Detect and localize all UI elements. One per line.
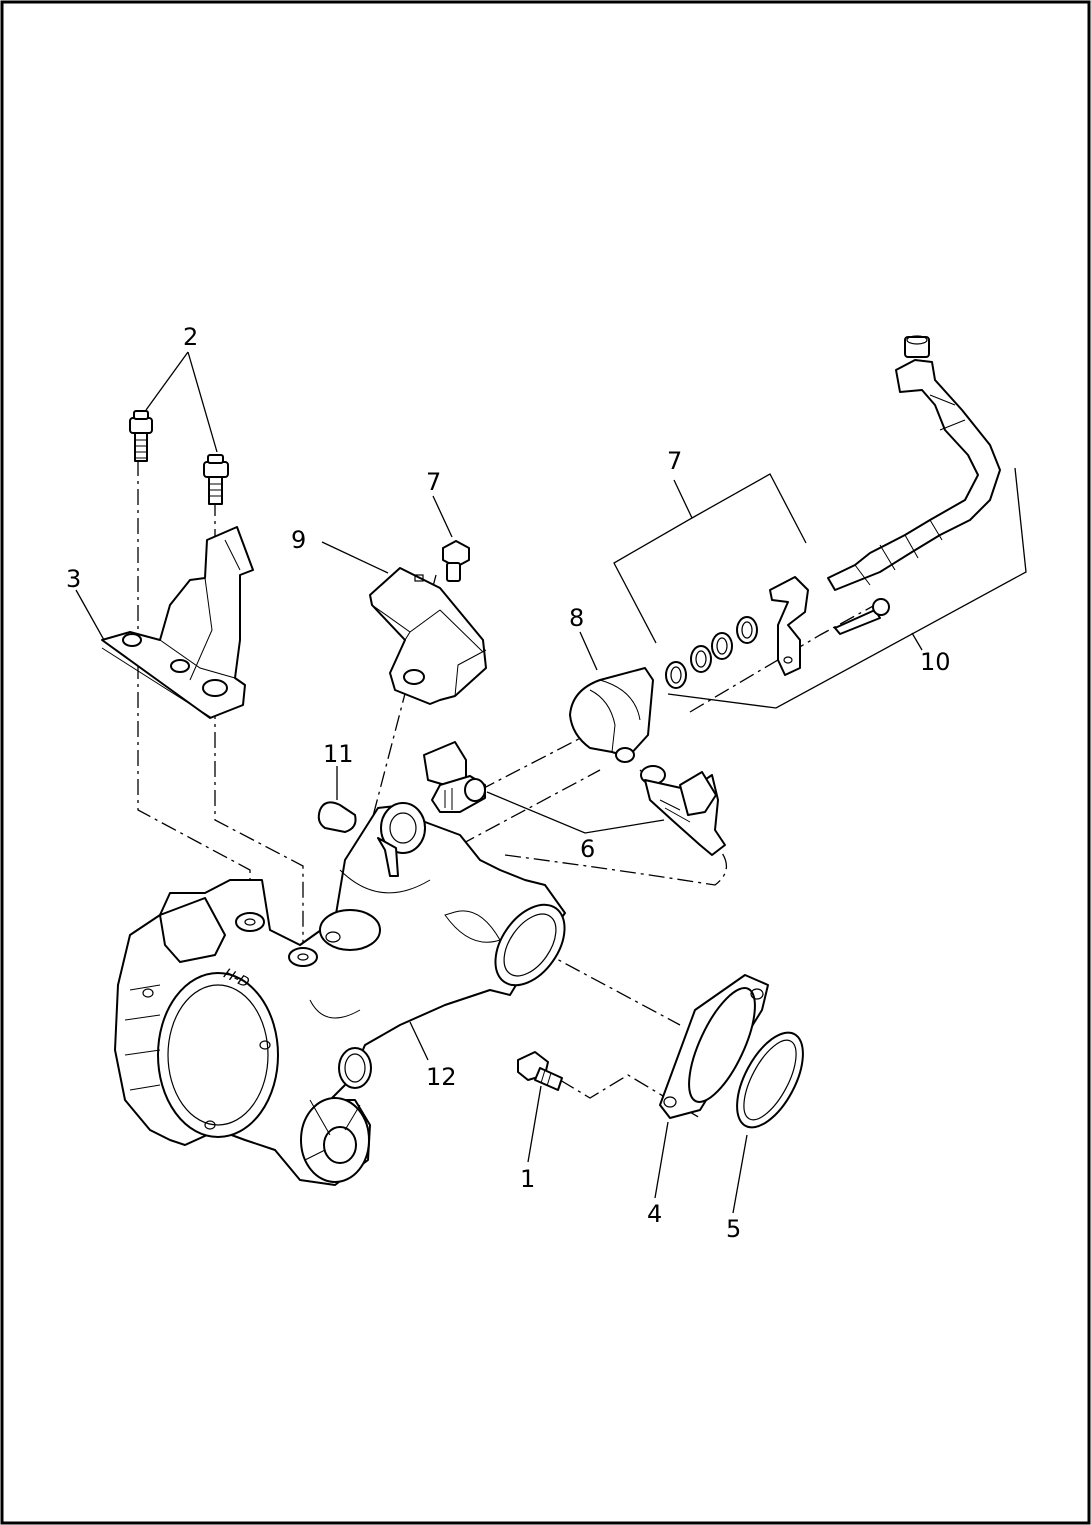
callout-4: 4: [647, 1200, 662, 1228]
callout-3: 3: [66, 565, 81, 593]
fuel-injector-left: [423, 741, 486, 813]
callout-10: 10: [920, 648, 951, 676]
o-ring-set: [665, 616, 758, 689]
flange-screw: [517, 1051, 563, 1091]
callout-7-screw: 7: [426, 468, 441, 496]
callout-5: 5: [726, 1215, 741, 1243]
mounting-bracket: [101, 526, 254, 719]
bolt-upper-right: [203, 454, 229, 505]
map-sensor: [369, 567, 487, 705]
bolt-upper-left: [129, 410, 153, 462]
intake-flange: [659, 974, 769, 1119]
fuel-rail-connector: [569, 667, 654, 763]
callout-labels: 1 2 3 4 5 6 7 7 8 9 10 11 12: [66, 323, 951, 1243]
callout-12: 12: [426, 1063, 457, 1091]
leader-lines: [75, 351, 1027, 1214]
callout-6: 6: [580, 835, 595, 863]
callout-2: 2: [183, 323, 198, 351]
retaining-clip: [769, 576, 809, 676]
fuel-injector-right: [640, 765, 726, 856]
sensor-screw: [442, 540, 470, 582]
induction-module: H-D: [114, 802, 566, 1186]
intake-seal: [736, 1031, 804, 1129]
clip-screw: [834, 598, 890, 635]
vacuum-cap: [317, 801, 357, 833]
callout-11: 11: [323, 740, 354, 768]
callout-1: 1: [520, 1165, 535, 1193]
callout-8: 8: [569, 604, 584, 632]
fuel-supply-line: [827, 335, 1001, 591]
callout-9: 9: [291, 526, 306, 554]
callout-7-kit: 7: [667, 447, 682, 475]
